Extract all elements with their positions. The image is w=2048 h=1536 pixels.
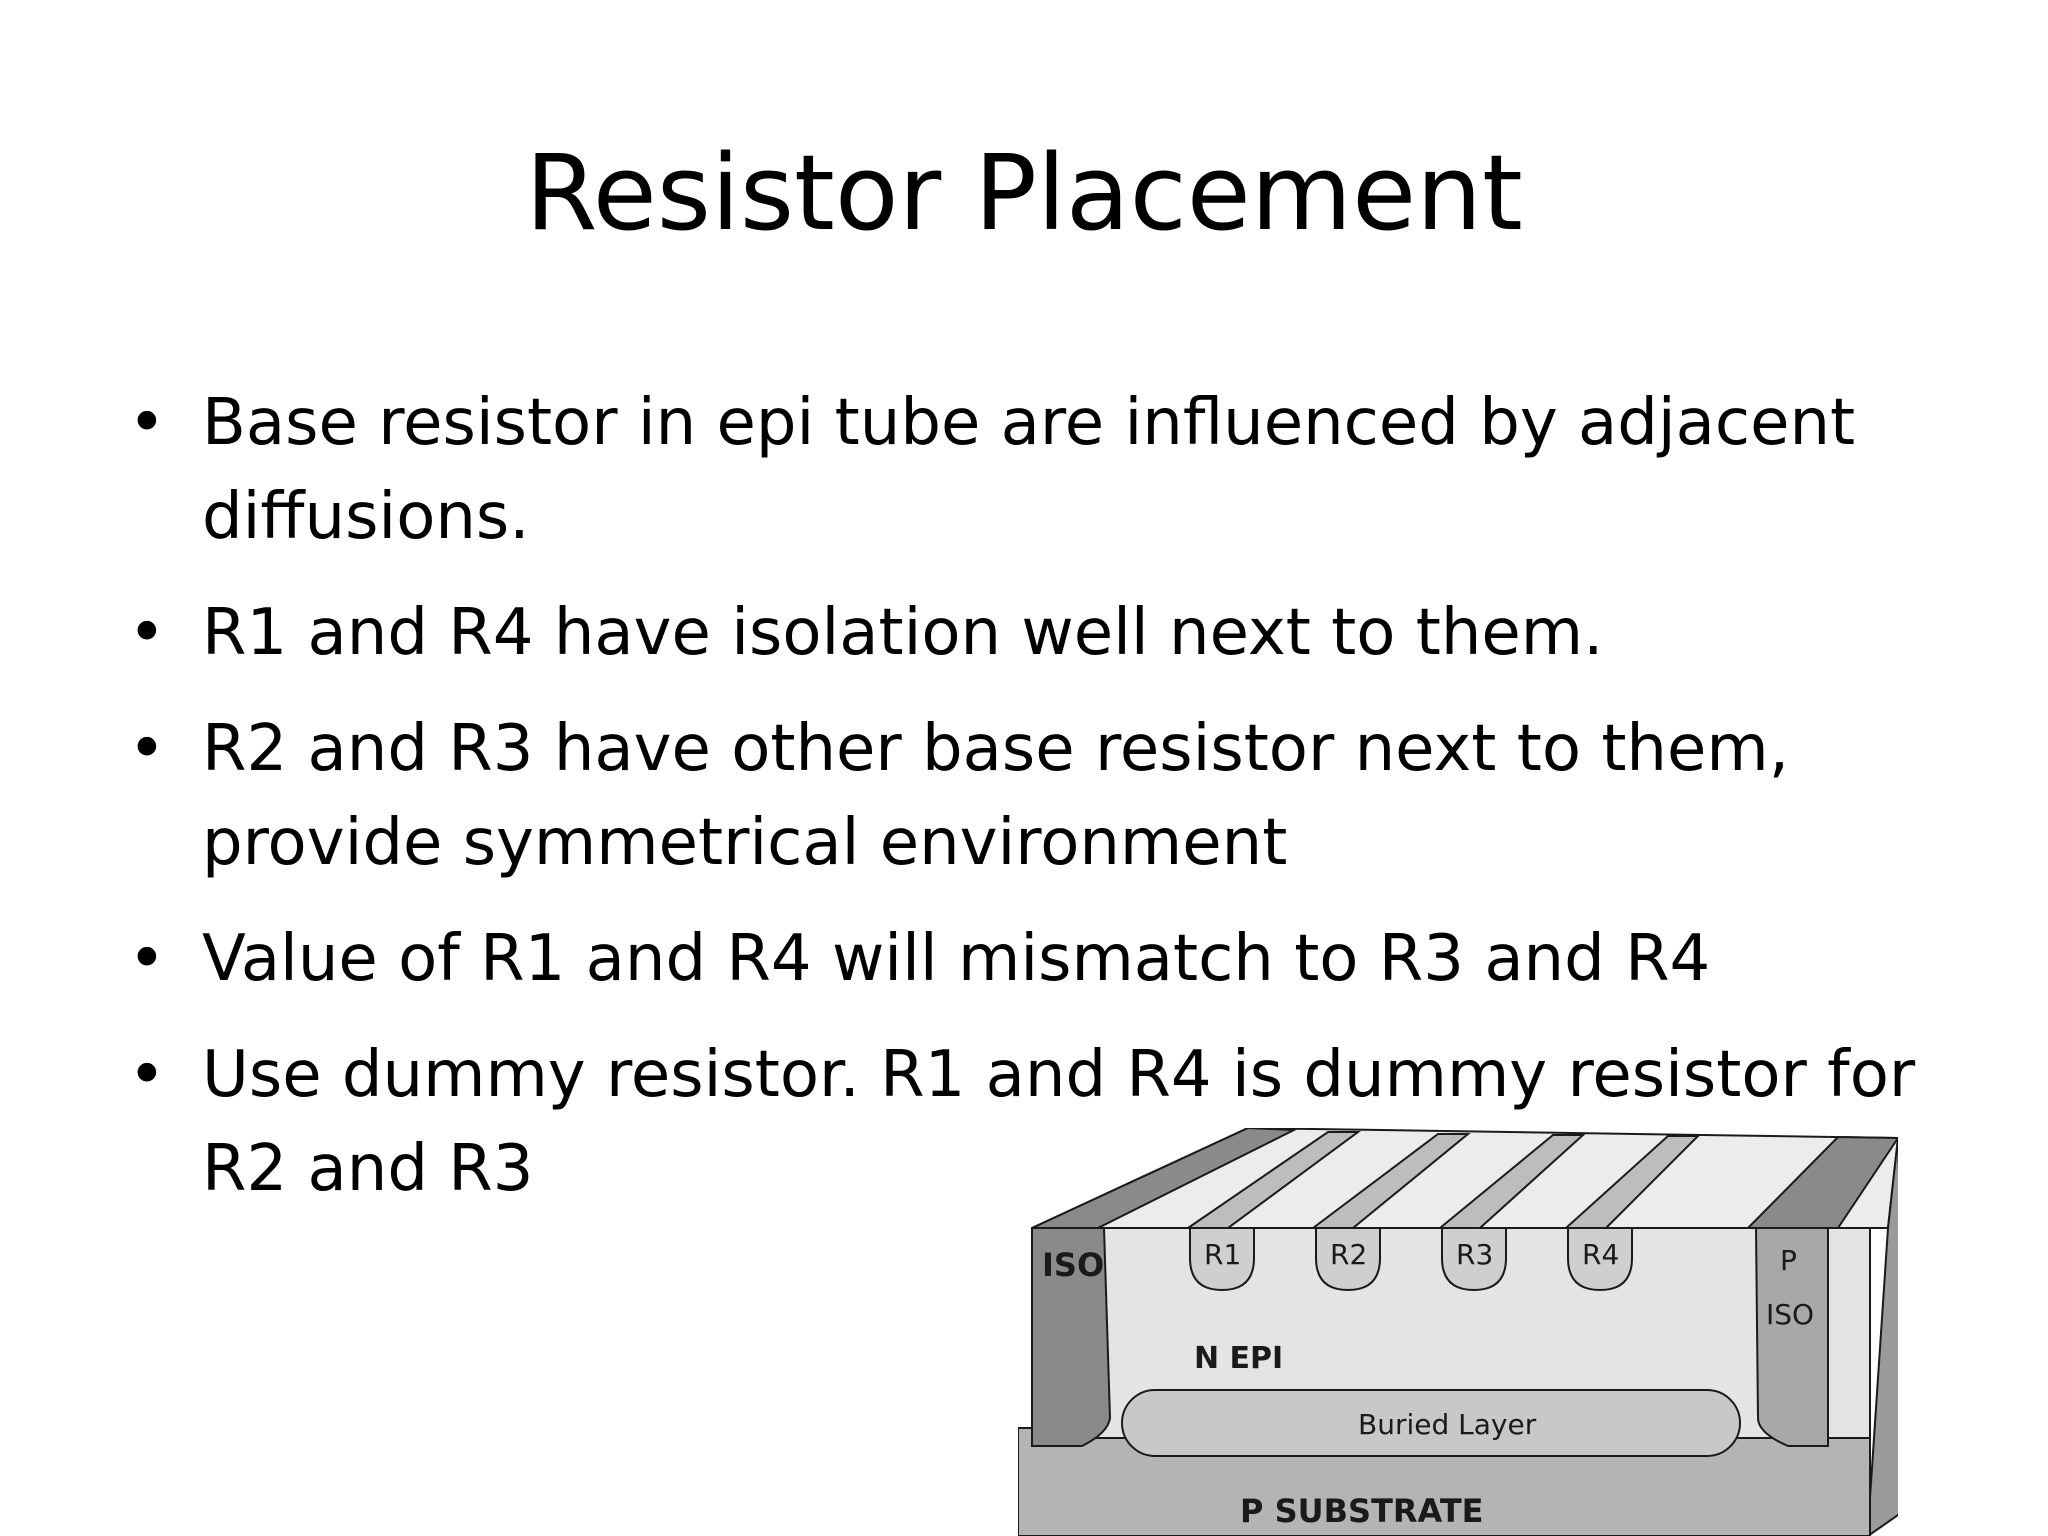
slide-title: Resistor Placement (525, 132, 1523, 254)
r1-label: R1 (1204, 1238, 1241, 1271)
bullet-item: • R1 and R4 have isolation well next to … (128, 586, 1968, 680)
iso-left-label: ISO (1042, 1246, 1104, 1284)
iso-left-well (1031, 1227, 1112, 1447)
bullet-dot-icon: • (128, 1038, 166, 1112)
resistor-well-r4 (1567, 1227, 1633, 1292)
bullet-item: • Base resistor in epi tube are influenc… (128, 376, 1968, 564)
bullet-text: Base resistor in epi tube are influenced… (202, 386, 1856, 554)
r4-label: R4 (1582, 1238, 1619, 1271)
buried-layer (1121, 1389, 1741, 1457)
p-iso-p-label: P (1780, 1244, 1797, 1277)
bullet-dot-icon: • (128, 386, 166, 460)
resistor-well-r1 (1189, 1227, 1255, 1292)
bullet-dot-icon: • (128, 922, 166, 996)
buried-layer-label: Buried Layer (1358, 1408, 1537, 1441)
resistor-well-r2 (1315, 1227, 1381, 1292)
bullet-list: • Base resistor in epi tube are influenc… (128, 376, 1968, 1238)
bullet-item: • R2 and R3 have other base resistor nex… (128, 702, 1968, 890)
bullet-dot-icon: • (128, 596, 166, 670)
r3-label: R3 (1456, 1238, 1493, 1271)
bullet-text: Value of R1 and R4 will mismatch to R3 a… (202, 922, 1711, 996)
p-substrate-label: P SUBSTRATE (1240, 1492, 1484, 1530)
n-epi-label: N EPI (1194, 1341, 1283, 1376)
bullet-item: • Value of R1 and R4 will mismatch to R3… (128, 912, 1968, 1006)
bullet-dot-icon: • (128, 712, 166, 786)
iso-right-well (1754, 1227, 1829, 1447)
bullet-text: R2 and R3 have other base resistor next … (202, 712, 1790, 880)
resistor-well-r3 (1441, 1227, 1507, 1292)
bullet-text: Use dummy resistor. R1 and R4 is dummy r… (202, 1038, 1916, 1206)
resistor-cross-section-diagram: ISO R1 R2 R3 R4 P ISO N EPI Buried Layer… (1017, 1126, 1910, 1536)
bullet-text: R1 and R4 have isolation well next to th… (202, 596, 1604, 670)
cross-section-svg: ISO R1 R2 R3 R4 P ISO N EPI Buried Layer… (1017, 1126, 1910, 1536)
r2-label: R2 (1330, 1238, 1367, 1271)
bullet-item: • Use dummy resistor. R1 and R4 is dummy… (128, 1028, 1968, 1216)
p-iso-iso-label: ISO (1766, 1298, 1814, 1331)
